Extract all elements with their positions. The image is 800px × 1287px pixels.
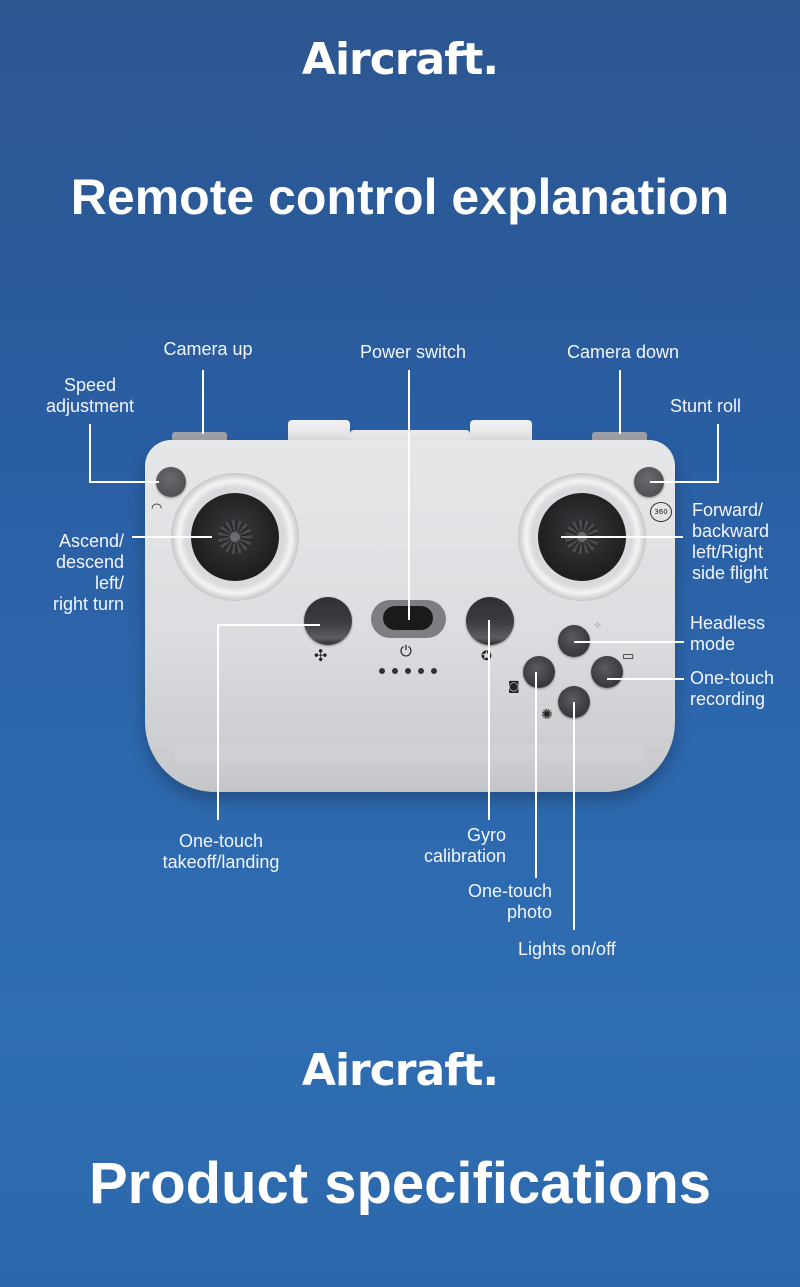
camera-icon: ◙ bbox=[508, 679, 520, 693]
left-stick-center bbox=[230, 532, 240, 542]
gyro-calibration-button[interactable] bbox=[466, 597, 514, 645]
label-gyro-calibration: Gyro calibration bbox=[423, 825, 506, 866]
leader-takeoff-h bbox=[217, 624, 320, 626]
leader-forward bbox=[561, 536, 683, 538]
lightbulb-icon: ✺ bbox=[541, 707, 553, 723]
stunt-360-icon: 360 bbox=[650, 502, 672, 522]
label-speed-adjustment: Speed adjustment bbox=[45, 375, 135, 416]
leader-takeoff-v bbox=[217, 624, 219, 820]
leader-camera-down bbox=[619, 370, 621, 434]
leader-speed-v bbox=[89, 424, 91, 482]
label-one-touch-recording: One-touch recording bbox=[690, 668, 775, 709]
gyro-icon: ✪ bbox=[481, 649, 492, 664]
label-ascend-descend: Ascend/ descend left/ right turn bbox=[52, 531, 124, 614]
brand-logo-top: Aircraft. bbox=[301, 34, 499, 85]
leader-photo bbox=[535, 672, 537, 878]
leader-ascend bbox=[132, 536, 212, 538]
label-one-touch-takeoff: One-touch takeoff/landing bbox=[162, 831, 280, 872]
page-title: Remote control explanation bbox=[70, 169, 730, 225]
recording-button[interactable] bbox=[591, 656, 623, 688]
label-camera-down: Camera down bbox=[566, 342, 680, 362]
label-stunt-roll: Stunt roll bbox=[670, 396, 742, 416]
label-power-switch: Power switch bbox=[359, 342, 467, 362]
leader-speed-h bbox=[89, 481, 159, 483]
photo-button[interactable] bbox=[523, 656, 555, 688]
camera-up-trigger[interactable] bbox=[172, 432, 227, 442]
label-forward-backward: Forward/ backward left/Right side flight bbox=[692, 500, 770, 583]
brand-logo-bottom: Aircraft. bbox=[301, 1045, 499, 1096]
leader-camera-up bbox=[202, 370, 204, 434]
camera-down-trigger[interactable] bbox=[592, 432, 647, 442]
video-camera-icon: ▭ bbox=[622, 649, 635, 664]
takeoff-landing-button[interactable] bbox=[304, 597, 352, 645]
headless-icon: ✧ bbox=[593, 619, 603, 632]
leader-headless bbox=[574, 641, 684, 643]
section-title: Product specifications bbox=[88, 1151, 712, 1216]
controller-base bbox=[175, 745, 645, 792]
power-icon: ⏻ bbox=[400, 642, 412, 660]
speedometer-icon: ◠ bbox=[151, 501, 163, 516]
label-headless-mode: Headless mode bbox=[690, 613, 766, 654]
label-camera-up: Camera up bbox=[163, 339, 253, 359]
leader-lights bbox=[573, 702, 575, 930]
label-one-touch-photo: One-touch photo bbox=[467, 881, 552, 922]
leader-stunt-h bbox=[650, 481, 719, 483]
leader-power-switch bbox=[408, 370, 410, 620]
label-lights: Lights on/off bbox=[518, 939, 616, 959]
leader-recording bbox=[607, 678, 684, 680]
leader-gyro bbox=[488, 620, 490, 820]
leader-stunt-v bbox=[717, 424, 719, 482]
drone-updown-icon: ✣ bbox=[314, 646, 328, 665]
speed-adjustment-button[interactable] bbox=[156, 467, 186, 497]
